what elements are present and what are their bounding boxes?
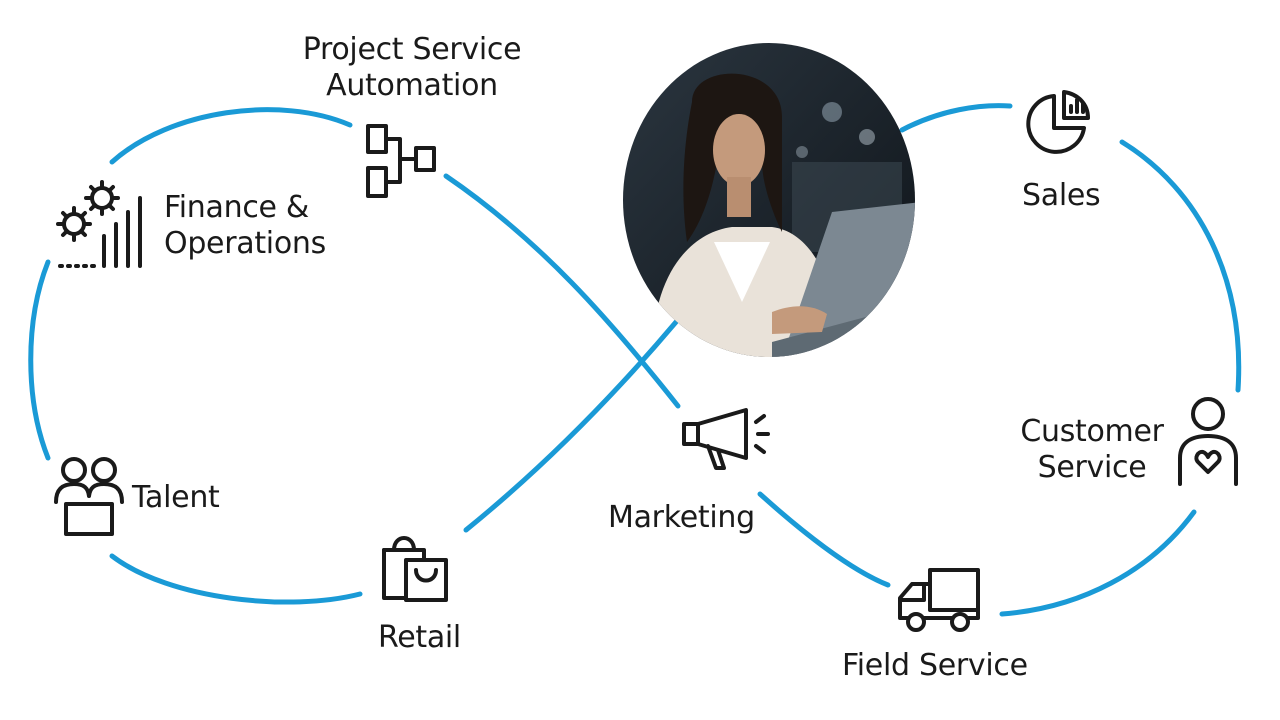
loop-segment-left [28,259,51,461]
psa-line-1: Project Service [302,32,522,67]
megaphone-icon [682,406,774,472]
loop-segment-cross-down [443,173,681,409]
loop-segment-cross-up [463,319,679,533]
label-sales: Sales [1022,178,1101,213]
truck-icon [896,566,982,634]
label-talent: Talent [132,480,220,515]
loop-segment-right-bottom [999,509,1197,617]
loop-segment-bottom-left [109,553,363,605]
psa-line-2: Automation [326,68,498,103]
person-heart-icon [1176,396,1240,488]
customer-line-2: Service [1037,450,1147,485]
loop-segment-photo-sales [899,103,1013,133]
shopping-bags-icon [380,524,452,604]
pie-chart-icon [1024,88,1092,160]
loop-segment-bottom-right [757,491,891,588]
label-retail: Retail [378,620,461,655]
customer-line-1: Customer [1020,414,1164,449]
gears-chart-icon [54,176,150,272]
people-icon [54,456,126,540]
finance-line-1: Finance & [164,190,310,225]
label-marketing: Marketing [608,500,755,535]
label-project-service-automation: Project Service Automation [296,32,528,104]
loop-segment-right-top [1119,139,1242,393]
label-field-service: Field Service [842,648,1028,683]
finance-line-2: Operations [164,226,326,261]
flowchart-icon [364,122,438,202]
label-finance-operations: Finance & Operations [164,190,326,262]
label-customer-service: Customer Service [1010,414,1174,486]
loop-segment-top-left [109,107,353,165]
photo-woman-at-laptop [622,42,916,358]
